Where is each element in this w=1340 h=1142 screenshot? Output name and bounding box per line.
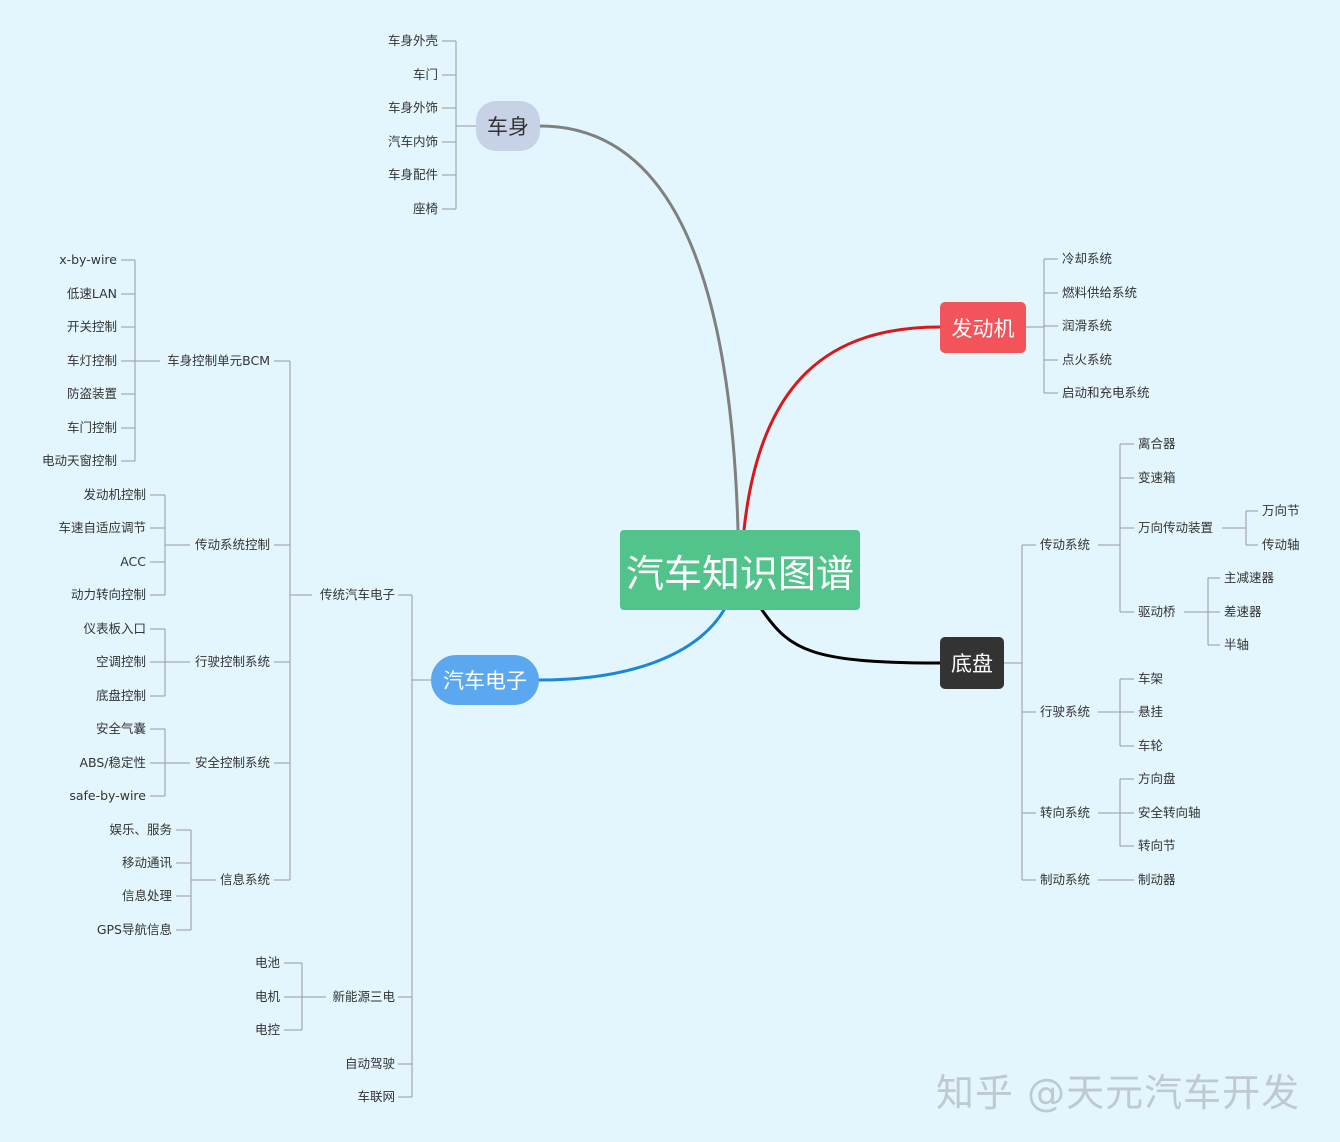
- center-topic[interactable]: 汽车知识图谱: [620, 530, 860, 610]
- engine-item[interactable]: 燃料供给系统: [1062, 285, 1138, 300]
- body-item[interactable]: 汽车内饰: [387, 134, 438, 149]
- topic-electronics[interactable]: 汽车电子: [431, 655, 539, 705]
- chassis-drive-axle-item[interactable]: 半轴: [1224, 637, 1250, 652]
- curve-chassis: [760, 608, 942, 665]
- elec-powertrain-item[interactable]: 发动机控制: [83, 487, 146, 502]
- chassis-clutch[interactable]: 离合器: [1138, 436, 1176, 451]
- elec-info[interactable]: 信息系统: [219, 872, 270, 887]
- elec-powertrain-item[interactable]: ACC: [120, 554, 146, 569]
- elec-new-energy-item[interactable]: 电机: [254, 989, 280, 1004]
- topic-chassis[interactable]: 底盘: [940, 637, 1004, 689]
- chassis-running[interactable]: 行驶系统: [1040, 704, 1091, 719]
- elec-bcm-item[interactable]: 开关控制: [66, 319, 117, 334]
- chassis-running-item[interactable]: 车轮: [1138, 738, 1164, 753]
- elec-info-item[interactable]: 信息处理: [121, 888, 172, 903]
- chassis-braking-item[interactable]: 制动器: [1138, 872, 1176, 887]
- elec-new-energy-item[interactable]: 电控: [254, 1022, 280, 1037]
- chassis-steering-item[interactable]: 方向盘: [1138, 771, 1176, 786]
- elec-traditional[interactable]: 传统汽车电子: [319, 587, 395, 602]
- elec-driving-item[interactable]: 空调控制: [95, 654, 146, 669]
- elec-new-energy-item[interactable]: 电池: [254, 955, 280, 970]
- chassis-transmission[interactable]: 传动系统: [1040, 537, 1091, 552]
- elec-new-energy[interactable]: 新能源三电: [332, 989, 395, 1004]
- elec-powertrain-item[interactable]: 车速自适应调节: [58, 520, 146, 535]
- elec-info-item[interactable]: 娱乐、服务: [109, 822, 172, 837]
- elec-bcm-item[interactable]: 电动天窗控制: [41, 453, 117, 468]
- elec-driving-item[interactable]: 底盘控制: [95, 688, 146, 703]
- curve-electronics: [537, 608, 726, 682]
- elec-powertrain[interactable]: 传动系统控制: [194, 537, 270, 552]
- elec-driving[interactable]: 行驶控制系统: [194, 654, 270, 669]
- elec-bcm-item[interactable]: 车灯控制: [66, 353, 117, 368]
- chassis-steering-item[interactable]: 转向节: [1138, 838, 1176, 853]
- body-item[interactable]: 座椅: [412, 201, 438, 216]
- chassis-braking[interactable]: 制动系统: [1040, 872, 1091, 887]
- chassis-gearbox[interactable]: 变速箱: [1138, 470, 1176, 485]
- chassis-universal-item[interactable]: 万向节: [1262, 503, 1300, 518]
- body-item[interactable]: 车门: [412, 67, 438, 82]
- elec-bcm-item[interactable]: x-by-wire: [59, 252, 117, 267]
- chassis-universal-item[interactable]: 传动轴: [1262, 537, 1300, 552]
- elec-bcm-item[interactable]: 车门控制: [66, 420, 117, 435]
- engine-item[interactable]: 冷却系统: [1062, 251, 1113, 266]
- topic-body[interactable]: 车身: [476, 101, 540, 151]
- chassis-running-item[interactable]: 悬挂: [1138, 704, 1164, 719]
- topic-engine[interactable]: 发动机: [940, 302, 1026, 353]
- watermark: 知乎 @天元汽车开发: [936, 1071, 1301, 1115]
- elec-safety-item[interactable]: 安全气囊: [95, 721, 146, 736]
- elec-safety-item[interactable]: safe-by-wire: [69, 788, 146, 803]
- chassis-drive-axle-item[interactable]: 主减速器: [1224, 570, 1275, 585]
- elec-bcm-item[interactable]: 低速LAN: [66, 286, 117, 301]
- elec-iov[interactable]: 车联网: [357, 1089, 395, 1104]
- chassis-steering[interactable]: 转向系统: [1040, 805, 1091, 820]
- elec-info-item[interactable]: GPS导航信息: [96, 922, 172, 937]
- body-item[interactable]: 车身外饰: [387, 100, 438, 115]
- engine-item[interactable]: 润滑系统: [1062, 318, 1113, 333]
- chassis-steering-item[interactable]: 安全转向轴: [1138, 805, 1201, 820]
- elec-powertrain-item[interactable]: 动力转向控制: [70, 587, 146, 602]
- chassis-drive-axle[interactable]: 驱动桥: [1138, 604, 1176, 619]
- curve-engine: [742, 325, 942, 532]
- engine-item[interactable]: 启动和充电系统: [1062, 385, 1150, 400]
- elec-bcm[interactable]: 车身控制单元BCM: [167, 353, 270, 368]
- chassis-drive-axle-item[interactable]: 差速器: [1224, 604, 1262, 619]
- curve-body: [538, 124, 740, 532]
- elec-safety[interactable]: 安全控制系统: [194, 755, 270, 770]
- body-item[interactable]: 车身配件: [387, 167, 438, 182]
- body-item[interactable]: 车身外壳: [387, 33, 438, 48]
- elec-safety-item[interactable]: ABS/稳定性: [79, 755, 146, 770]
- engine-item[interactable]: 点火系统: [1062, 352, 1113, 367]
- elec-info-item[interactable]: 移动通讯: [121, 855, 172, 870]
- chassis-universal[interactable]: 万向传动装置: [1138, 520, 1214, 535]
- elec-bcm-item[interactable]: 防盗装置: [66, 386, 117, 401]
- chassis-running-item[interactable]: 车架: [1138, 671, 1164, 686]
- elec-autonomous[interactable]: 自动驾驶: [344, 1056, 395, 1071]
- elec-driving-item[interactable]: 仪表板入口: [83, 621, 146, 636]
